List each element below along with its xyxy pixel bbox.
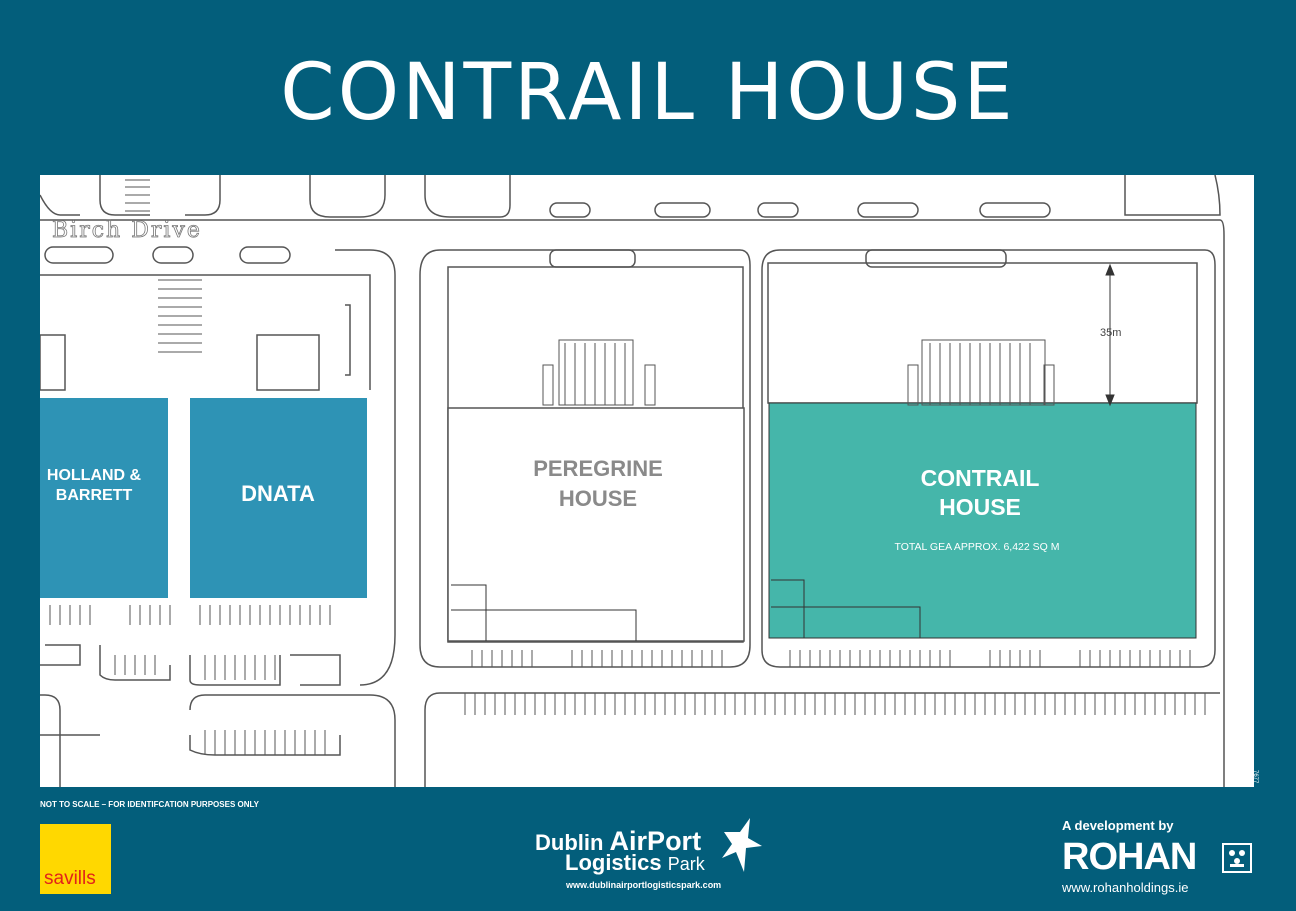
ref-code: 7677 <box>1252 770 1258 784</box>
developer-url: www.rohanholdings.ie <box>1062 880 1189 895</box>
contrail-label-2: HOUSE <box>939 494 1021 520</box>
loading-docks <box>542 339 1055 406</box>
peregrine-label-1: PEREGRINE <box>533 456 663 481</box>
park-logo: Dublin AirPort Logistics Park www.dublin… <box>530 818 770 898</box>
contrail-area-text: TOTAL GEA APPROX. 6,422 SQ M <box>895 541 1060 553</box>
star-icon <box>722 818 762 872</box>
peregrine-label-2: HOUSE <box>559 486 637 511</box>
page-title: CONTRAIL HOUSE <box>280 48 1016 138</box>
site-map: Birch Drive 35m HOLLAND & BARRETT DNATA … <box>40 175 1254 787</box>
unit-contrail <box>768 402 1197 639</box>
unit-peregrine <box>447 407 745 642</box>
savills-logo-text: savills <box>44 868 96 889</box>
park-url: www.dublinairportlogisticspark.com <box>566 880 722 890</box>
dimension-label: 35m <box>1100 327 1121 339</box>
parking-bays <box>49 179 1206 755</box>
dimension-arrow <box>1105 263 1115 407</box>
crest-icon <box>1222 843 1252 873</box>
disclaimer-note: NOT TO SCALE – FOR IDENTIFCATION PURPOSE… <box>40 800 259 809</box>
park-name-1b: AirPort <box>609 826 702 856</box>
park-name-2a: Logistics <box>565 850 668 875</box>
developer-name: ROHAN <box>1062 836 1197 878</box>
holland-barrett-label-1: HOLLAND & <box>47 467 142 484</box>
unit-dnata <box>190 398 367 598</box>
unit-holland-barrett <box>40 398 168 598</box>
savills-logo: savills <box>40 824 111 894</box>
dnata-label: DNATA <box>241 481 315 506</box>
rohan-logo: A development by ROHAN www.rohanholdings… <box>1062 816 1262 896</box>
developer-intro: A development by <box>1062 818 1174 833</box>
office-blocks <box>451 579 921 641</box>
park-name-2b: Park <box>667 854 705 874</box>
holland-barrett-label-2: BARRETT <box>56 487 133 504</box>
street-label: Birch Drive <box>52 218 202 243</box>
contrail-label-1: CONTRAIL <box>921 465 1040 491</box>
park-name-1a: Dublin <box>535 830 610 855</box>
